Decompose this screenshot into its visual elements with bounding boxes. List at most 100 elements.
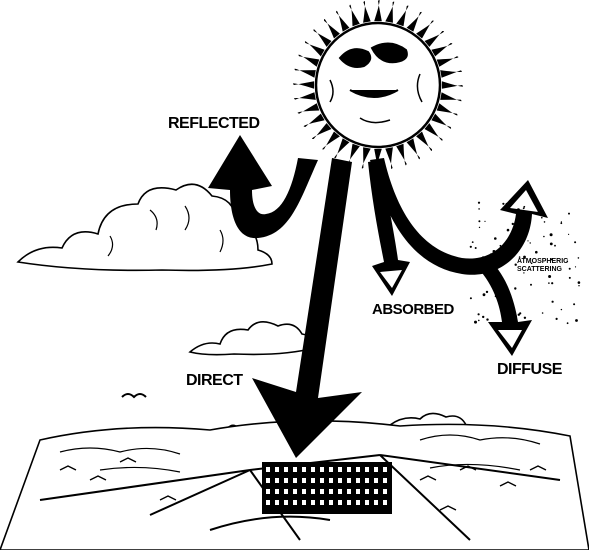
building-window bbox=[365, 489, 369, 494]
scatter-speck bbox=[482, 256, 485, 259]
sun-ray bbox=[298, 55, 319, 67]
scatter-speck bbox=[479, 227, 480, 228]
scatter-speck bbox=[470, 297, 472, 299]
scatter-speck bbox=[578, 285, 579, 286]
scatter-speck bbox=[523, 207, 525, 209]
building-window bbox=[356, 489, 360, 494]
building-window bbox=[374, 467, 378, 472]
sun-disc bbox=[316, 23, 440, 147]
building-window bbox=[365, 500, 369, 505]
scatter-speck bbox=[523, 229, 525, 231]
sun-ray bbox=[396, 5, 408, 26]
scatter-speck bbox=[556, 318, 558, 320]
scatter-speck bbox=[518, 314, 520, 316]
sun-ray bbox=[442, 81, 463, 89]
bird bbox=[122, 394, 146, 397]
scatter-speck bbox=[575, 266, 576, 267]
building-window bbox=[383, 478, 387, 483]
scatter-speck bbox=[569, 277, 571, 279]
building-window bbox=[374, 478, 378, 483]
scattering-label-line1: ATMOSPHERIC bbox=[517, 258, 568, 266]
scatter-speck bbox=[568, 234, 569, 235]
scatter-speck bbox=[500, 245, 502, 247]
diffuse-label: DIFFUSE bbox=[497, 361, 562, 379]
building-window bbox=[302, 500, 306, 505]
scatter-speck bbox=[575, 319, 578, 322]
scatter-speck bbox=[548, 282, 550, 284]
sun-ray bbox=[314, 29, 332, 47]
scatter-speck bbox=[486, 291, 488, 293]
building-window bbox=[356, 500, 360, 505]
scatter-speck bbox=[569, 268, 571, 270]
building-window bbox=[275, 478, 279, 483]
building-window bbox=[284, 489, 288, 494]
building-window bbox=[329, 500, 333, 505]
scatter-speck bbox=[512, 223, 514, 225]
building-window bbox=[347, 467, 351, 472]
building-window bbox=[320, 500, 324, 505]
scatter-speck bbox=[530, 284, 532, 286]
direct-label: DIRECT bbox=[186, 372, 243, 390]
sun-ray bbox=[385, 147, 393, 169]
building-window bbox=[302, 467, 306, 472]
scatter-speck bbox=[514, 287, 516, 289]
sun-ray bbox=[348, 144, 360, 165]
diffuse-arrow bbox=[478, 260, 532, 356]
building-window bbox=[374, 489, 378, 494]
scatter-speck bbox=[495, 287, 496, 288]
building-window bbox=[284, 500, 288, 505]
scatter-speck bbox=[474, 321, 477, 324]
scatter-speck bbox=[538, 210, 540, 212]
sun-ray bbox=[437, 56, 459, 67]
scatter-speck bbox=[524, 317, 526, 319]
building-window bbox=[275, 467, 279, 472]
sun-ray bbox=[336, 11, 349, 32]
scatter-speck bbox=[472, 241, 474, 243]
scatter-speck bbox=[551, 282, 553, 284]
scatter-speck bbox=[578, 257, 580, 259]
scatter-speck bbox=[478, 208, 480, 210]
sun-ray bbox=[396, 144, 407, 166]
scatter-speck bbox=[475, 247, 477, 249]
scatter-speck bbox=[517, 248, 519, 250]
sun-ray bbox=[312, 123, 331, 139]
scatter-speck bbox=[490, 253, 492, 255]
scatter-speck bbox=[517, 208, 520, 211]
city-center-block bbox=[262, 462, 392, 514]
building-window bbox=[266, 467, 270, 472]
sun-ray bbox=[431, 114, 451, 129]
scatter-speck bbox=[541, 209, 543, 211]
sun-ray bbox=[431, 43, 452, 56]
building-window bbox=[293, 500, 297, 505]
sun-ray bbox=[385, 1, 394, 22]
building-window bbox=[311, 478, 315, 483]
building-window bbox=[329, 467, 333, 472]
scatter-speck bbox=[519, 324, 522, 327]
building-window bbox=[347, 489, 351, 494]
scatter-speck bbox=[550, 243, 553, 246]
scatter-speck bbox=[478, 202, 480, 204]
building-window bbox=[266, 500, 270, 505]
sun-ray bbox=[334, 138, 349, 158]
scatter-speck bbox=[542, 312, 544, 314]
sun-ray bbox=[407, 12, 422, 32]
building-window bbox=[338, 478, 342, 483]
scatter-speck bbox=[554, 245, 556, 247]
building-window bbox=[329, 489, 333, 494]
scatter-speck bbox=[486, 318, 488, 320]
sun-ray bbox=[322, 132, 340, 150]
building-window bbox=[338, 500, 342, 505]
building-window bbox=[284, 467, 288, 472]
sun-ray bbox=[437, 103, 458, 115]
birds bbox=[122, 394, 248, 428]
sun-ray bbox=[324, 19, 340, 38]
scatter-speck bbox=[568, 213, 570, 215]
scatter-speck bbox=[530, 242, 531, 243]
building-window bbox=[293, 478, 297, 483]
building-window bbox=[320, 467, 324, 472]
scatter-speck bbox=[535, 251, 538, 254]
scatter-speck bbox=[508, 209, 511, 212]
scatter-speck bbox=[502, 203, 504, 205]
building-window bbox=[302, 478, 306, 483]
